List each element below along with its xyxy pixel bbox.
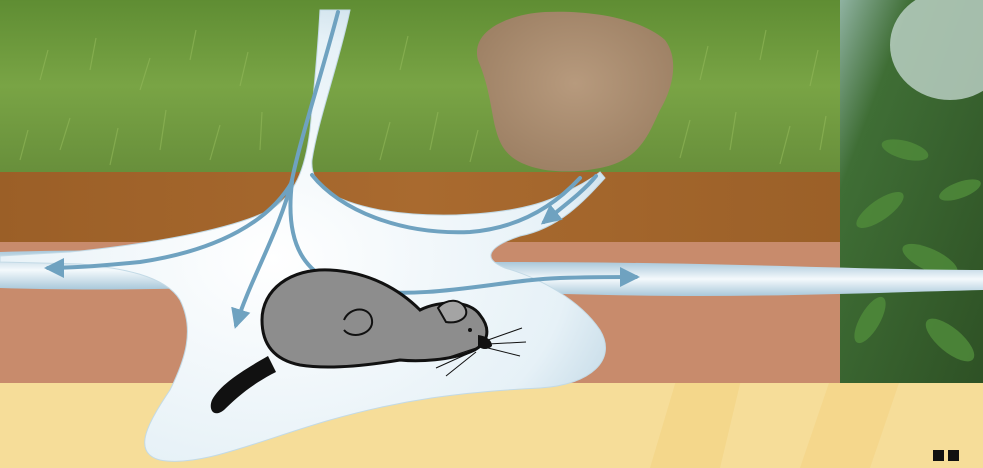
nav-dot-next[interactable]	[948, 450, 959, 461]
nav-dot-previous[interactable]	[933, 450, 944, 461]
mole-eye	[468, 328, 472, 332]
slide-navigation	[933, 450, 963, 462]
grass-surface	[0, 0, 840, 172]
